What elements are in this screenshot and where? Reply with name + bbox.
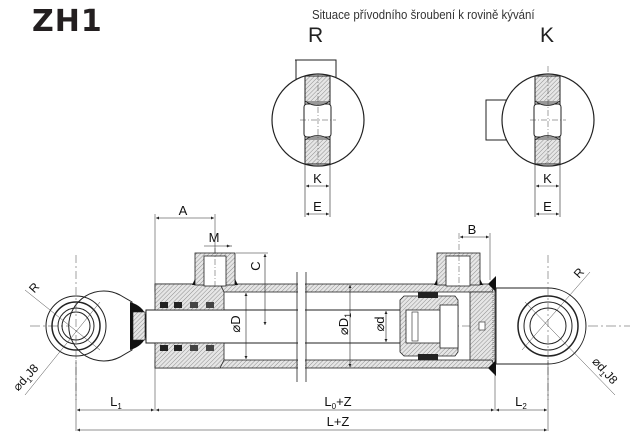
view-label-r: R bbox=[308, 24, 324, 47]
dim-total-lz: L+Z bbox=[327, 414, 350, 429]
dim-a: A bbox=[179, 203, 188, 218]
dim-eye-bore-left: ⌀d1J8 bbox=[10, 361, 43, 395]
view-label-k: K bbox=[540, 24, 555, 47]
left-rod-eye bbox=[24, 255, 146, 400]
dim-l1: L1 bbox=[110, 394, 122, 411]
dim-e-r: E bbox=[313, 199, 322, 214]
piston bbox=[399, 292, 459, 360]
view-r-detail: K E bbox=[271, 59, 365, 217]
view-k-detail: K E bbox=[485, 66, 595, 217]
rear-head bbox=[469, 276, 496, 376]
dim-bore-d: ⌀D bbox=[228, 315, 243, 332]
dim-rod-d: ⌀d bbox=[372, 316, 387, 331]
dim-l0z: L0+Z bbox=[324, 394, 351, 411]
cylinder-section bbox=[24, 233, 630, 400]
right-rod-eye bbox=[495, 255, 616, 400]
dim-e-k: E bbox=[543, 199, 552, 214]
drawing-subtitle: Situace přívodního šroubení k rovině kýv… bbox=[312, 7, 535, 22]
dim-c: C bbox=[248, 261, 263, 270]
dim-eye-bore-right: ⌀d1J8 bbox=[588, 354, 621, 388]
dim-m: M bbox=[209, 230, 220, 245]
dim-r-right: R bbox=[571, 265, 587, 281]
piston-rod bbox=[145, 309, 407, 344]
dim-k-r: K bbox=[313, 171, 322, 186]
dim-b: B bbox=[468, 222, 477, 237]
rear-port bbox=[434, 233, 483, 290]
drawing-title: ZH1 bbox=[32, 4, 103, 39]
dim-k-k: K bbox=[543, 171, 552, 186]
dim-l2: L2 bbox=[515, 394, 527, 411]
main-dimensions: A M C ⌀D ⌀D1 ⌀d B R ⌀d1J8 R ⌀d1J8 bbox=[10, 203, 621, 432]
dim-outer-d1: ⌀D1 bbox=[336, 313, 353, 335]
dim-r-left: R bbox=[26, 280, 42, 296]
front-port bbox=[192, 248, 238, 290]
front-gland bbox=[154, 283, 225, 369]
